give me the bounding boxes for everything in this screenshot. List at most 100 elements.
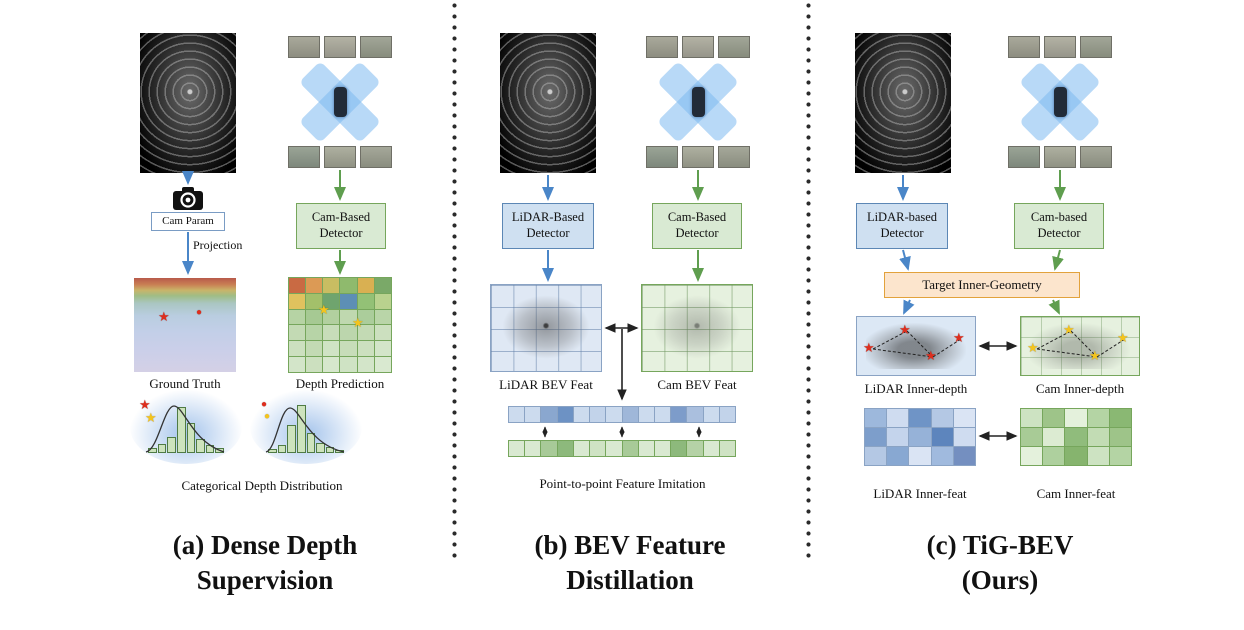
ego-car-icon: [334, 87, 347, 117]
lidar-inner-depth-label: LiDAR Inner-depth: [864, 381, 968, 396]
grid-cell: [887, 447, 909, 465]
cam-bev-feat-label: Cam BEV Feat: [657, 377, 737, 392]
grid-cell: [289, 325, 306, 341]
red-star-marker: ★: [925, 348, 937, 363]
grid-cell: [953, 447, 975, 465]
yellow-star-marker: ★: [352, 315, 364, 330]
caption-b-line2: Distillation: [566, 565, 694, 596]
grid-cell: [340, 309, 357, 325]
grid-cell: [622, 441, 638, 456]
grid-cell: [1065, 409, 1087, 427]
grid-cell: [687, 441, 703, 456]
categorical-depth-distribution-label: Categorical Depth Distribution: [181, 478, 343, 493]
caption-a-line1: (a) Dense Depth: [172, 530, 358, 560]
caption-c-line1: (c) TiG-BEV: [926, 530, 1074, 560]
grid-cell: [357, 325, 374, 341]
lidar-detector-box-b: LiDAR-Based Detector: [502, 203, 594, 249]
lidar-detector-label-c: LiDAR-based Detector: [866, 210, 938, 240]
grid-cell: [654, 407, 671, 422]
grid-cell: [323, 357, 340, 372]
bev-pointcloud-blob: [502, 295, 590, 359]
cam-detector-label-b: Cam-Based Detector: [667, 210, 727, 240]
distribution-curve: [265, 407, 345, 453]
grid-cell: [931, 428, 953, 446]
grid-cell: [1109, 409, 1131, 427]
lidar-bev-feature-map: [490, 284, 602, 372]
grid-cell: [525, 407, 541, 422]
grid-cell: [289, 341, 306, 357]
ground-truth-depth-map: [134, 278, 236, 372]
camera-view-thumb: [682, 146, 714, 168]
grid-cell: [654, 441, 671, 456]
grid-cell: [557, 407, 573, 422]
grid-cell: [509, 441, 525, 456]
grid-cell: [909, 409, 931, 427]
distribution-curve: [145, 405, 225, 453]
grid-cell: [573, 407, 590, 422]
lidar-detector-label-b: LiDAR-Based Detector: [511, 210, 585, 240]
grid-cell: [525, 441, 541, 456]
cam-inner-feat-label: Cam Inner-feat: [1036, 486, 1116, 501]
caption-c: (c) TiG-BEV (Ours): [850, 528, 1150, 598]
grid-cell: [357, 293, 374, 309]
camera-view-thumb: [288, 146, 320, 168]
histogram-bar: [316, 443, 325, 453]
grid-cell: [541, 407, 557, 422]
arrow-detector-to-target-lidar: [899, 249, 911, 271]
projection-label: Projection: [193, 238, 243, 252]
grid-cell: [865, 428, 887, 446]
camera-view-thumb: [1008, 36, 1040, 58]
grid-cell: [357, 357, 374, 372]
grid-cell: [887, 428, 909, 446]
grid-cell: [909, 428, 931, 446]
lidar-pointcloud-image-a: [140, 33, 236, 173]
caption-b-line1: (b) BEV Feature: [534, 530, 726, 560]
grid-cell: [1087, 447, 1109, 465]
grid-cell: [606, 407, 622, 422]
grid-cell: [340, 278, 357, 293]
grid-cell: [357, 309, 374, 325]
cam-detector-box-b: Cam-Based Detector: [652, 203, 742, 249]
grid-cell: [289, 357, 306, 372]
histogram-bar: [296, 405, 306, 453]
yellow-star-marker: ★: [145, 410, 157, 425]
yellow-dot-marker: ●: [264, 411, 271, 422]
grid-cell: [323, 325, 340, 341]
grid-cell: [638, 441, 654, 456]
grid-cell: [557, 441, 573, 456]
camera-view-thumb: [1044, 146, 1076, 168]
grid-cell: [306, 325, 323, 341]
camera-icon: [173, 187, 203, 210]
red-dot-marker: ●: [261, 399, 268, 410]
grid-cell: [323, 278, 340, 293]
camera-view-thumb: [718, 146, 750, 168]
caption-c-line2: (Ours): [961, 565, 1039, 596]
pointcloud-car-blob: [1030, 322, 1130, 370]
yellow-star-marker: ★: [1027, 340, 1039, 355]
grid-cell: [671, 441, 687, 456]
grid-cell: [953, 428, 975, 446]
caption-a-line2: Supervision: [196, 565, 334, 596]
grid-cell: [323, 309, 340, 325]
cam-param-box: Cam Param: [151, 212, 225, 231]
cam-inner-depth-label: Cam Inner-depth: [1035, 381, 1125, 396]
histogram-bars: [148, 401, 224, 453]
grid-cell: [306, 309, 323, 325]
panel-separator-1: [452, 0, 457, 558]
lidar-inner-feat-label: LiDAR Inner-feat: [873, 486, 967, 501]
grid-cell: [306, 293, 323, 309]
histogram-bar: [196, 439, 205, 453]
histogram-bar: [176, 407, 186, 453]
grid-cell: [1087, 428, 1109, 446]
grid-cell: [887, 409, 909, 427]
grid-cell: [357, 341, 374, 357]
lidar-inner-feat-grid: [864, 408, 976, 466]
grid-cell: [374, 341, 391, 357]
camera-view-thumb: [324, 36, 356, 58]
camera-view-thumb: [1008, 146, 1040, 168]
grid-cell: [638, 407, 654, 422]
histogram-bar: [157, 444, 167, 453]
camera-view-thumb: [1080, 146, 1112, 168]
grid-cell: [590, 441, 606, 456]
